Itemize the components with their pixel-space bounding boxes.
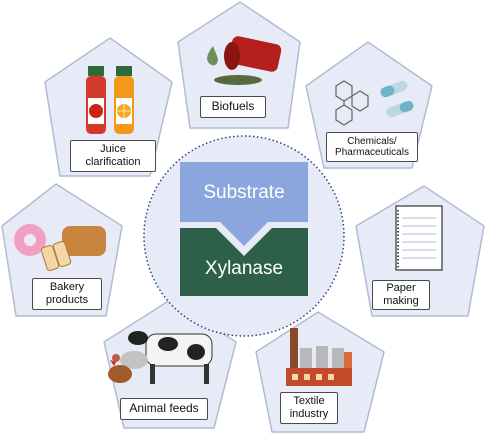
label-animal-feeds: Animal feeds bbox=[120, 398, 208, 420]
substrate-label: Substrate bbox=[203, 182, 285, 203]
farm-animals-icon bbox=[108, 331, 213, 384]
juice-bottles-icon bbox=[86, 66, 134, 134]
label-juice-clarification: Juice clarification bbox=[70, 140, 156, 172]
capsules-icon bbox=[380, 80, 414, 118]
label-paper-making: Paper making bbox=[372, 280, 430, 310]
factory-icon bbox=[286, 328, 352, 386]
xylanase-box bbox=[180, 228, 308, 296]
label-bakery-products: Bakery products bbox=[32, 278, 102, 310]
notebook-icon bbox=[395, 205, 443, 271]
molecule-and-capsules-icon bbox=[335, 80, 369, 126]
bread-and-donut-icon bbox=[14, 224, 106, 271]
oil-barrel-icon bbox=[207, 36, 282, 85]
label-textile-industry: Textile industry bbox=[280, 392, 338, 424]
substrate-box bbox=[180, 162, 308, 246]
label-biofuels: Biofuels bbox=[200, 96, 266, 118]
label-chemicals-pharmaceuticals: Chemicals/ Pharmaceuticals bbox=[326, 132, 418, 162]
xylanase-label: Xylanase bbox=[204, 258, 284, 279]
